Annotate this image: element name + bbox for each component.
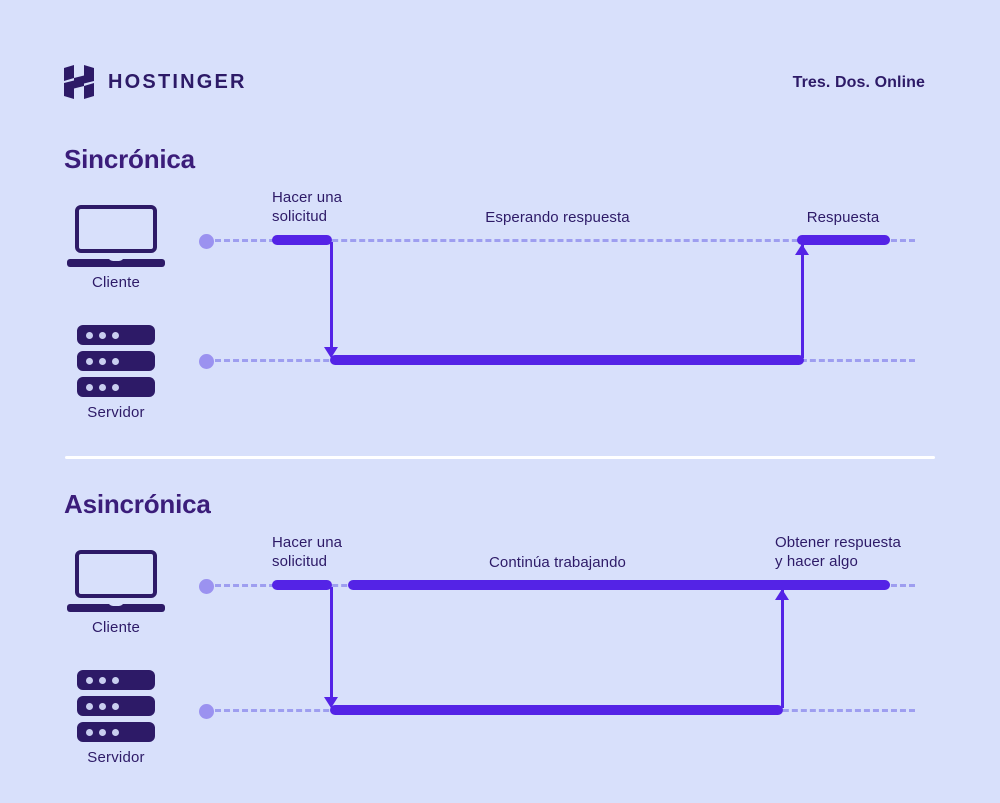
timeline-cliente-async (0, 579, 1000, 594)
activity-bar-processing (330, 705, 783, 715)
server-led (86, 357, 93, 365)
timeline-cliente-sync (0, 234, 1000, 249)
server-led (99, 383, 106, 391)
actor-label-servidor: Servidor (87, 749, 145, 766)
timeline-start-dot (199, 579, 214, 594)
server-icon (77, 670, 155, 742)
timeline-start-dot (199, 354, 214, 369)
section-title-sincronica: Sincrónica (64, 144, 195, 174)
brand-lockup: HOSTINGER (64, 65, 247, 99)
server-icon (77, 325, 155, 397)
server-unit (77, 325, 155, 345)
laptop-screen (75, 550, 157, 598)
arrow-request-down (324, 242, 338, 358)
server-led (112, 357, 119, 365)
activity-bar-request (272, 235, 332, 245)
arrow-stem (781, 589, 784, 708)
server-led (86, 676, 93, 684)
laptop-screen (75, 205, 157, 253)
actor-cliente-async: Cliente (36, 550, 196, 636)
server-led (86, 383, 93, 391)
actor-label-cliente: Cliente (91, 274, 141, 291)
server-led (99, 331, 106, 339)
arrow-response-up (775, 589, 789, 708)
arrow-head (324, 697, 338, 708)
server-led (99, 702, 106, 710)
actor-cliente-sync: Cliente (36, 205, 196, 291)
server-unit (77, 377, 155, 397)
laptop-base (67, 604, 165, 612)
arrow-stem (801, 244, 804, 358)
actor-label-servidor: Servidor (87, 404, 145, 421)
laptop-notch (108, 601, 124, 606)
laptop-icon (67, 205, 165, 267)
server-unit (77, 696, 155, 716)
brand-name: HOSTINGER (108, 71, 247, 93)
timeline-track (215, 239, 915, 242)
server-led (86, 331, 93, 339)
arrow-head (775, 589, 789, 600)
annotation-hacer-solicitud: Hacer una solicitud (272, 534, 343, 570)
server-led (112, 702, 119, 710)
annotation-respuesta: Respuesta (806, 209, 880, 226)
section-asincronica: Asincrónica Cliente (0, 465, 1000, 803)
server-unit (77, 670, 155, 690)
actor-label-cliente: Cliente (91, 619, 141, 636)
server-unit (77, 722, 155, 742)
arrow-head (324, 347, 338, 358)
arrow-head (795, 244, 809, 255)
server-unit (77, 351, 155, 371)
brand-tagline: Tres. Dos. Online (792, 74, 925, 91)
server-led (86, 728, 93, 736)
laptop-notch (108, 256, 124, 261)
section-sincronica: Sincrónica Cliente (0, 120, 1000, 450)
annotation-continua-trabajando: Continúa trabajando (488, 554, 626, 571)
arrow-request-down (324, 587, 338, 708)
section-title-asincronica: Asincrónica (64, 489, 211, 519)
timeline-start-dot (199, 704, 214, 719)
activity-bar-request (272, 580, 332, 590)
actor-servidor-sync: Servidor (36, 325, 196, 421)
server-led (99, 728, 106, 736)
arrow-stem (330, 242, 333, 347)
annotation-obtener-respuesta: Obtener respuesta y hacer algo (775, 534, 901, 570)
page-header: HOSTINGER Tres. Dos. Online (0, 0, 1000, 120)
server-led (99, 357, 106, 365)
laptop-icon (67, 550, 165, 612)
arrow-stem (330, 587, 333, 697)
server-led (112, 728, 119, 736)
section-divider (65, 456, 935, 459)
actor-servidor-async: Servidor (36, 670, 196, 766)
activity-bar-response (797, 235, 890, 245)
server-led (112, 676, 119, 684)
annotation-hacer-solicitud: Hacer una solicitud (272, 189, 343, 225)
activity-bar-processing (330, 355, 804, 365)
server-led (86, 702, 93, 710)
activity-bar-continues-working (348, 580, 890, 590)
timeline-servidor-sync (0, 354, 1000, 369)
server-led (99, 676, 106, 684)
server-led (112, 331, 119, 339)
server-led (112, 383, 119, 391)
laptop-base (67, 259, 165, 267)
arrow-response-up (795, 244, 809, 358)
annotation-esperando-respuesta: Esperando respuesta (485, 209, 630, 226)
timeline-servidor-async (0, 704, 1000, 719)
hostinger-h-logo-icon (64, 65, 94, 99)
timeline-start-dot (199, 234, 214, 249)
